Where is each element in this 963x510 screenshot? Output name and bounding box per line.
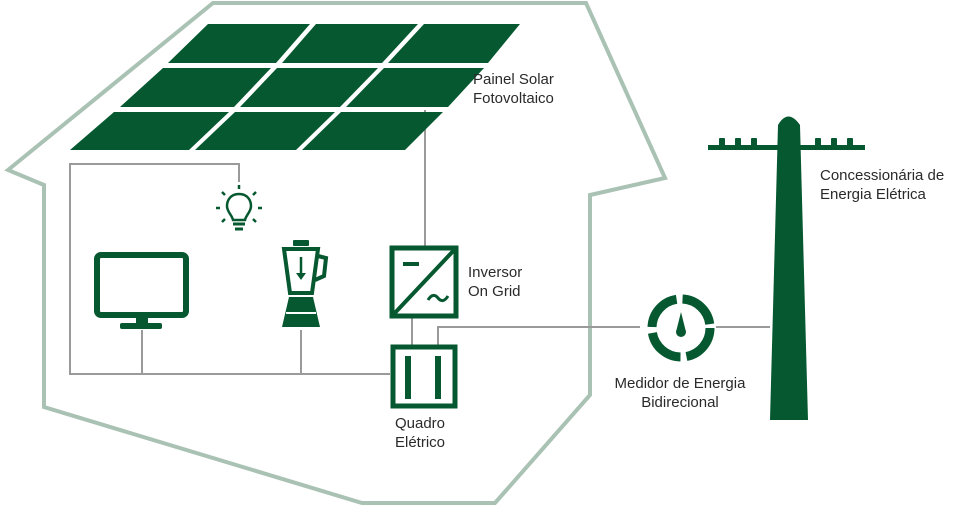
inverter-label-line2: On Grid — [468, 283, 521, 300]
meter-label-line1: Medidor de Energia — [614, 375, 746, 392]
utility-label: Concessionária de Energia Elétrica — [820, 166, 944, 204]
panel-board-label: Quadro Elétrico — [370, 414, 470, 452]
monitor-icon — [94, 252, 189, 329]
house-outline — [4, 0, 668, 505]
solar-panel-label-line2: Fotovoltaico — [473, 90, 554, 107]
energy-meter-icon — [647, 294, 715, 362]
panel-board-label-line1: Quadro — [394, 415, 446, 432]
panel-board-label-line2: Elétrico — [394, 434, 446, 451]
blender-icon — [281, 240, 329, 327]
light-bulb-icon — [216, 185, 262, 231]
utility-label-line1: Concessionária de — [820, 167, 945, 184]
meter-label: Medidor de Energia Bidirecional — [600, 374, 760, 412]
inverter-label-line1: Inversor — [468, 264, 523, 281]
solar-panel-label-line1: Painel Solar — [473, 71, 554, 88]
wiring — [69, 110, 770, 375]
electrical-panel-icon — [390, 344, 458, 409]
meter-label-line2: Bidirecional — [641, 394, 719, 411]
solar-panel-icon — [70, 24, 520, 150]
wire-lamp-loop — [69, 163, 390, 375]
utility-label-line2: Energia Elétrica — [820, 186, 926, 203]
wire-board-meter — [437, 326, 640, 345]
utility-pole-icon — [708, 116, 865, 420]
solar-panel-label: Painel Solar Fotovoltaico — [473, 70, 554, 108]
inverter-label: Inversor On Grid — [468, 263, 522, 301]
inverter-icon — [389, 245, 459, 319]
